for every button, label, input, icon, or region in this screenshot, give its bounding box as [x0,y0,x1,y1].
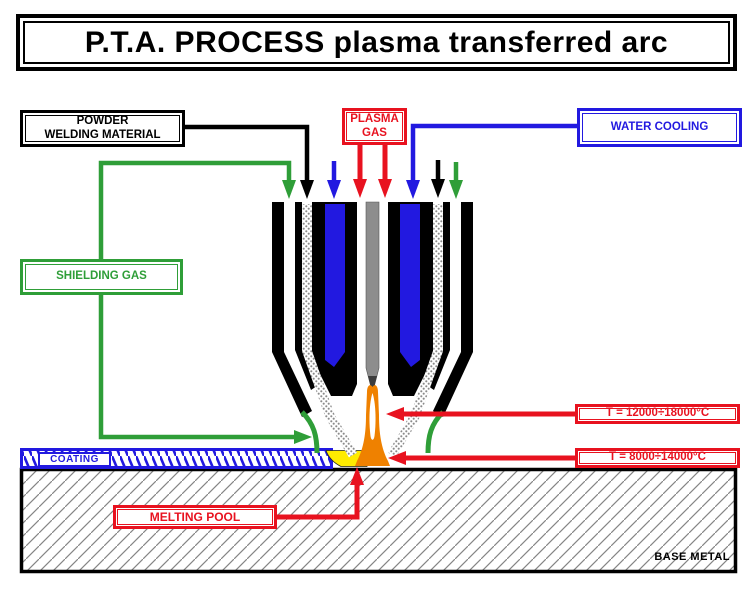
powder-label-box: POWDER WELDING MATERIAL [20,110,185,147]
temp-arc-label: T = 12000÷18000°C [605,407,710,420]
torch-outer-wall-left [272,202,312,417]
shielding-gas-label: SHIELDING GAS [56,270,147,283]
water-flow-arrow-left [327,180,341,199]
powder-flow-arrow [300,180,314,199]
water-flow-arrow-right [406,180,420,199]
plasma-flow-arrow-right [378,179,392,198]
plasma-label-line2: GAS [362,126,387,139]
shield-connector-top [98,160,292,259]
powder-flow-arrow-right [431,179,445,198]
page-title: P.T.A. PROCESS plasma transferred arc [84,25,669,59]
powder-label-line2: WELDING MATERIAL [44,128,161,141]
base-metal-label: BASE METAL [654,551,730,563]
plasma-flow-arrow-left [353,179,367,198]
melting-pool-label: MELTING POOL [149,509,241,524]
temp-arc-arrow [386,407,404,421]
water-channel-right [400,204,420,367]
coating-label-box: COATING [38,452,111,467]
water-connector-line [410,123,577,181]
plasma-arc [355,385,390,466]
shield-connector-bottom [98,294,294,440]
shield-flow-arrow-bottom [294,430,312,444]
torch-outer-wall-right [433,202,473,417]
shield-flow-arrow-left [282,180,296,199]
temp-pool-label-box: T = 8000÷14000°C [575,448,740,468]
plasma-gas-label-box: PLASMA GAS [342,108,407,145]
shielding-gas-label-box: SHIELDING GAS [20,259,183,295]
melting-pool-arrow [350,467,364,485]
electrode-tip [368,376,377,393]
water-cooling-channels [325,204,420,367]
powder-stream-right [387,204,443,458]
connectors [98,123,577,520]
powder-stream-left [302,204,358,458]
water-cooling-label-box: WATER COOLING [577,108,742,147]
shield-flow-arrow-right [449,180,463,199]
coating-label: COATING [50,454,99,465]
powder-channel-wall-left [295,202,317,390]
powder-connector-line [185,124,310,181]
temp-pool-label: T = 8000÷14000°C [609,451,706,464]
water-channel-left [325,204,345,367]
water-cooling-label: WATER COOLING [610,120,709,133]
temp-pool-arrow [388,451,406,465]
arc-core [369,393,376,440]
powder-label-line1: POWDER [76,114,129,127]
temp-arc-label-box: T = 12000÷18000°C [575,404,740,424]
melting-pool-line [277,484,360,520]
plasma-label-line1: PLASMA [350,112,399,125]
powder-channel-wall-right [428,202,450,390]
powder-streams [302,204,443,458]
melting-pool-label-box: MELTING POOL [113,505,277,529]
title-box: P.T.A. PROCESS plasma transferred arc [16,14,737,71]
electrode [365,201,380,395]
